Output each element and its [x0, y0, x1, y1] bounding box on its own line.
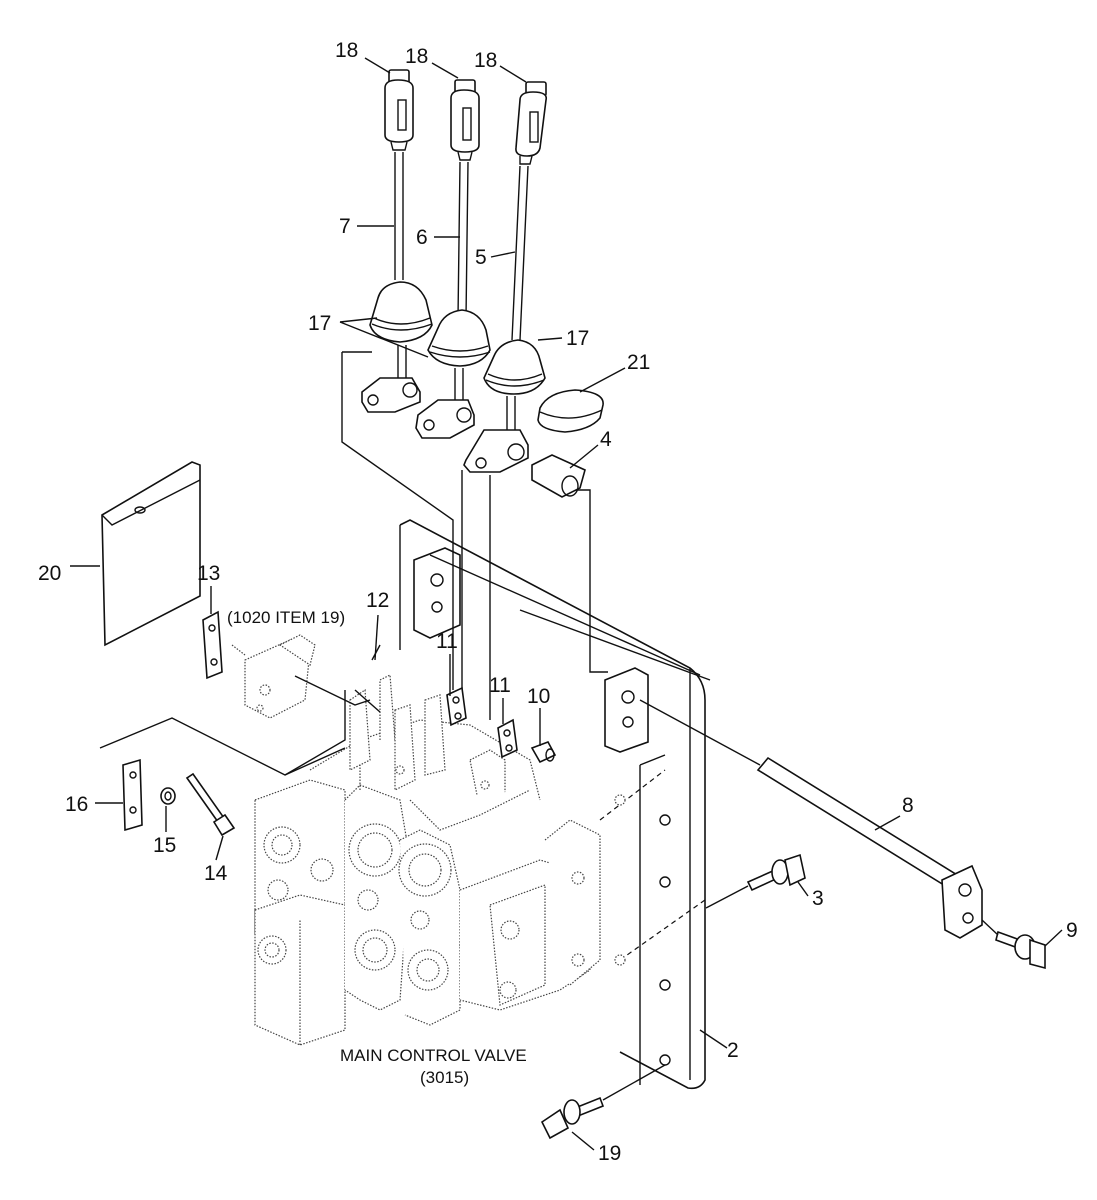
caption-line-2: (3015) [420, 1068, 469, 1087]
washer-15 [160, 787, 176, 805]
lever-6 [415, 79, 491, 439]
callout-3: 3 [812, 887, 824, 910]
callout-11-right: 11 [489, 674, 511, 697]
plate-13 [202, 610, 223, 680]
bolt-9 [981, 919, 1046, 970]
callout-labels: 18 18 18 7 6 5 17 17 21 4 20 13 12 11 11… [38, 39, 1078, 1165]
lever-7 [361, 69, 433, 413]
callout-18-middle: 18 [405, 45, 428, 68]
bolt-14 [185, 772, 236, 837]
callout-8: 8 [902, 794, 914, 817]
callout-14: 14 [204, 862, 228, 885]
callout-18-left: 18 [335, 39, 358, 62]
bolt-3 [705, 853, 806, 909]
rod-8 [756, 756, 983, 939]
caption-line-1: MAIN CONTROL VALVE [340, 1046, 527, 1065]
reference-note: (1020 ITEM 19) [227, 608, 345, 627]
callout-10: 10 [527, 685, 550, 708]
callout-12: 12 [366, 589, 389, 612]
callout-leaders [70, 57, 1063, 1151]
lever-bracket-upper [413, 547, 461, 639]
plate-16 [122, 758, 143, 832]
pad-21 [537, 389, 604, 433]
link-11-left [446, 686, 467, 727]
callout-4: 4 [600, 428, 612, 451]
bushing-4 [531, 454, 586, 498]
cover-20 [101, 461, 201, 647]
mounting-plate [399, 519, 706, 1090]
callout-20: 20 [38, 562, 61, 585]
switch-assembly [231, 634, 381, 719]
bolt-19 [540, 1064, 666, 1140]
callout-21: 21 [627, 351, 650, 374]
link-11-right [497, 718, 518, 759]
lever-5 [463, 81, 548, 473]
callout-13: 13 [197, 562, 220, 585]
callout-16: 16 [65, 793, 88, 816]
callout-11-left: 11 [436, 630, 458, 653]
pin-10 [530, 741, 557, 764]
callout-5: 5 [475, 246, 487, 269]
callout-6: 6 [416, 226, 428, 249]
callout-9: 9 [1066, 919, 1078, 942]
main-control-valve [254, 674, 626, 1046]
callout-18-right: 18 [474, 49, 497, 72]
callout-17-left: 17 [308, 312, 331, 335]
callout-7: 7 [339, 215, 351, 238]
callout-15: 15 [153, 834, 176, 857]
callout-19: 19 [598, 1142, 621, 1165]
lever-bracket-lower [604, 667, 649, 753]
callout-2: 2 [727, 1039, 739, 1062]
callout-17-right: 17 [566, 327, 589, 350]
